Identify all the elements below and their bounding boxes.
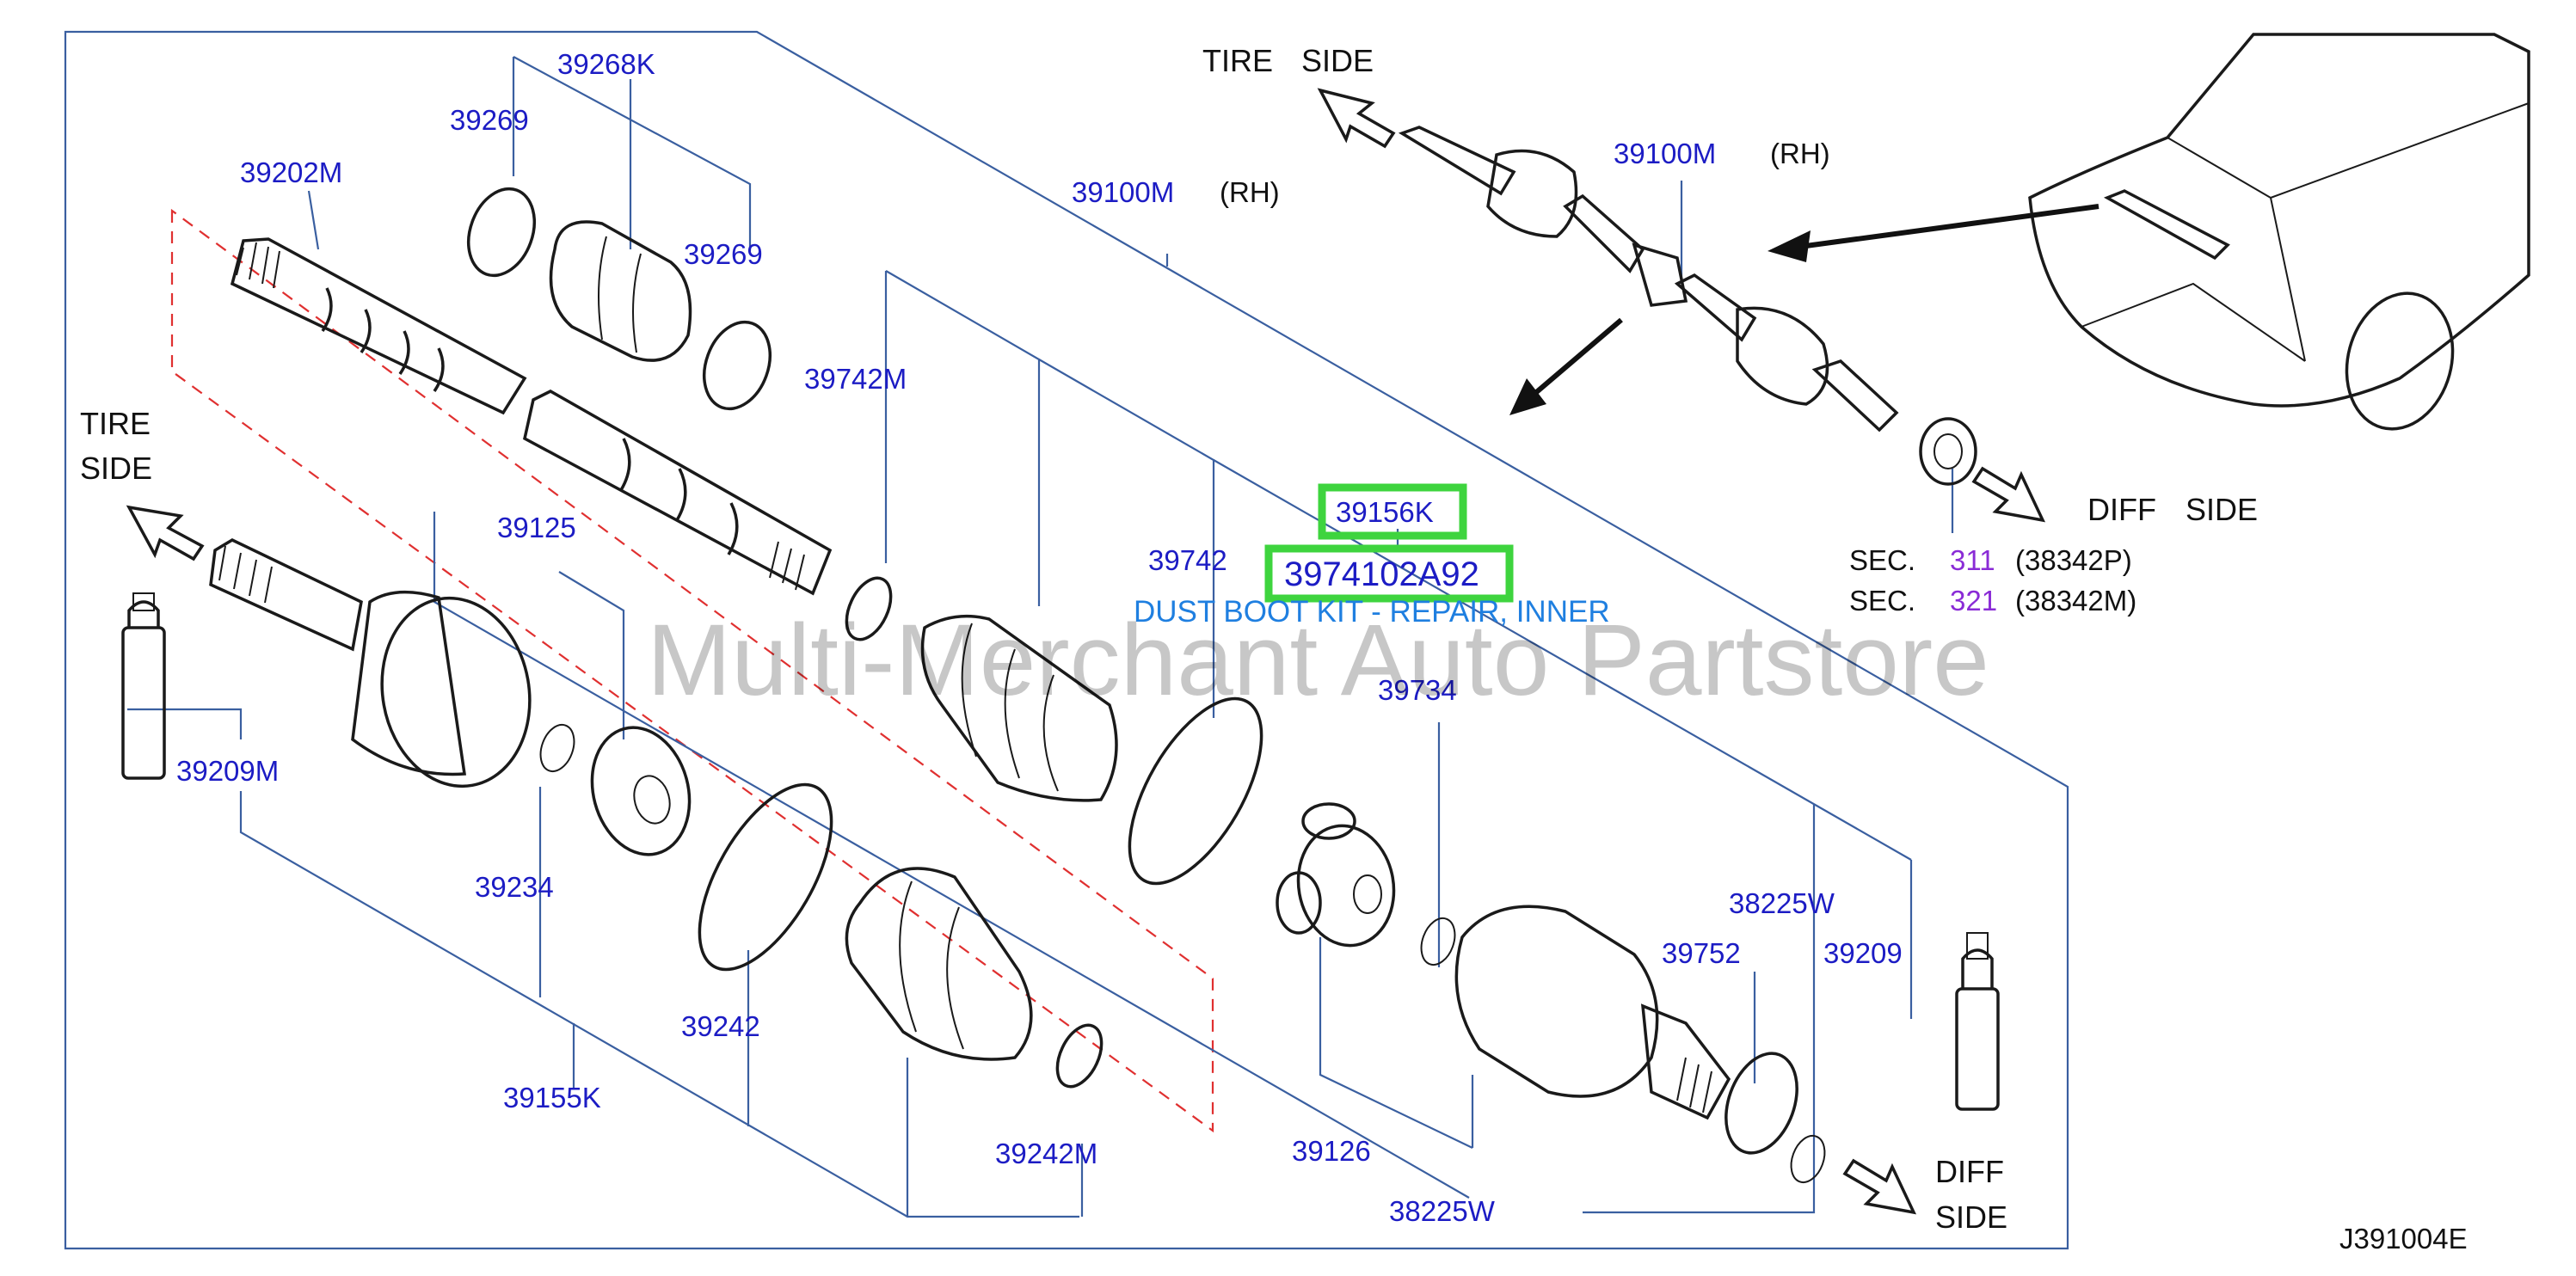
inset-arrow-to-main bbox=[1521, 317, 1623, 407]
tire-side-top-word2: SIDE bbox=[1301, 43, 1374, 78]
clamp-39269-upper bbox=[467, 187, 536, 278]
diff-side-arrow-bottom bbox=[1842, 1158, 1917, 1215]
label-39742M: 39742M bbox=[804, 363, 907, 395]
shaft-upper bbox=[230, 237, 527, 415]
main-frame bbox=[64, 30, 2069, 1250]
shaft-lower bbox=[523, 390, 833, 596]
inset-arrow-to-car bbox=[1780, 204, 2100, 252]
label-39268K: 39268K bbox=[557, 48, 655, 80]
inner-joint bbox=[1454, 905, 1731, 1120]
label-39125: 39125 bbox=[497, 512, 576, 543]
label-rh-inset: (RH) bbox=[1770, 138, 1830, 169]
highlight-3974102A92[interactable]: 3974102A92 bbox=[1284, 555, 1479, 593]
label-39242: 39242 bbox=[681, 1010, 760, 1042]
highlight-description: DUST BOOT KIT - REPAIR, INNER bbox=[1134, 595, 1610, 629]
diff-side-right-word2: SIDE bbox=[2186, 492, 2258, 527]
grease-tube-39209 bbox=[1955, 932, 2000, 1111]
spider-39126 bbox=[1276, 802, 1396, 948]
watermark: Multi-Merchant Auto Partstore bbox=[647, 604, 1989, 717]
label-39269-upper: 39269 bbox=[450, 104, 529, 136]
label-rh-main: (RH) bbox=[1220, 176, 1280, 208]
inset-arrowhead-car bbox=[1768, 230, 1811, 262]
label-39100M-main: 39100M bbox=[1072, 176, 1174, 208]
band-39742 bbox=[1128, 696, 1263, 886]
diff-side-right-word1: DIFF bbox=[2087, 492, 2156, 527]
tire-side-arrow-left bbox=[126, 505, 205, 561]
highlight-box-39156K bbox=[1318, 483, 1467, 540]
label-39234: 39234 bbox=[475, 871, 554, 903]
sec-ref-1-code: (38342P) bbox=[2015, 544, 2132, 576]
diff-side-bottom-line1: DIFF bbox=[1935, 1154, 2004, 1189]
sec-ref-1-prefix: SEC. bbox=[1849, 544, 1915, 576]
label-38225W-bottom: 38225W bbox=[1389, 1195, 1496, 1227]
clamp-39242M bbox=[1055, 1023, 1104, 1089]
tire-side-left-line1: TIRE bbox=[80, 406, 151, 441]
diff-side-bottom-line2: SIDE bbox=[1935, 1199, 2007, 1235]
dashed-kit-boundary bbox=[170, 208, 1214, 1133]
leader-lines bbox=[127, 56, 1954, 1218]
clamp-39269-lower bbox=[703, 320, 772, 411]
inset-arrowhead-main bbox=[1509, 378, 1546, 415]
boot-39268K bbox=[549, 220, 692, 362]
tire-side-left-line2: SIDE bbox=[80, 451, 152, 486]
label-39734: 39734 bbox=[1378, 674, 1457, 706]
boot-inner bbox=[845, 867, 1033, 1061]
diff-side-arrow-right bbox=[1971, 466, 2046, 523]
inset-car bbox=[2028, 33, 2530, 431]
label-38225W-right: 38225W bbox=[1729, 887, 1835, 919]
snap-ring-39734 bbox=[1420, 917, 1456, 966]
sec-ref-2-prefix: SEC. bbox=[1849, 585, 1915, 617]
highlight-box-3974102A92 bbox=[1264, 544, 1514, 603]
label-39752: 39752 bbox=[1662, 937, 1741, 969]
sec-ref-2-code: (38342M) bbox=[2015, 585, 2136, 617]
snap-ring-39234 bbox=[539, 723, 575, 773]
ring-38225W bbox=[1790, 1134, 1826, 1184]
sec-ref-1-number[interactable]: 311 bbox=[1950, 544, 1995, 576]
label-39242M: 39242M bbox=[995, 1138, 1097, 1169]
diagram-ref-code: J391004E bbox=[2339, 1223, 2468, 1255]
tire-side-arrow-top bbox=[1317, 88, 1396, 149]
label-39202M: 39202M bbox=[240, 156, 342, 188]
clamp-39742M bbox=[845, 576, 893, 641]
outer-joint bbox=[209, 538, 532, 788]
label-39126: 39126 bbox=[1292, 1135, 1371, 1167]
bearing-39125 bbox=[590, 726, 692, 856]
label-39100M-inset: 39100M bbox=[1614, 138, 1716, 169]
tire-side-top-word1: TIRE bbox=[1202, 43, 1273, 78]
label-39155K: 39155K bbox=[503, 1082, 601, 1113]
inset-shaft bbox=[1398, 126, 1977, 486]
label-39209: 39209 bbox=[1823, 937, 1903, 969]
label-39269-lower: 39269 bbox=[684, 238, 763, 270]
grease-tube-39209M bbox=[121, 592, 166, 780]
label-39742: 39742 bbox=[1148, 544, 1227, 576]
boot-outer bbox=[920, 614, 1118, 802]
seal-39752 bbox=[1725, 1052, 1798, 1155]
highlight-39156K[interactable]: 39156K bbox=[1336, 496, 1434, 528]
sec-ref-2-number[interactable]: 321 bbox=[1950, 585, 1997, 617]
label-39209M: 39209M bbox=[176, 755, 279, 787]
band-39242 bbox=[698, 782, 833, 972]
